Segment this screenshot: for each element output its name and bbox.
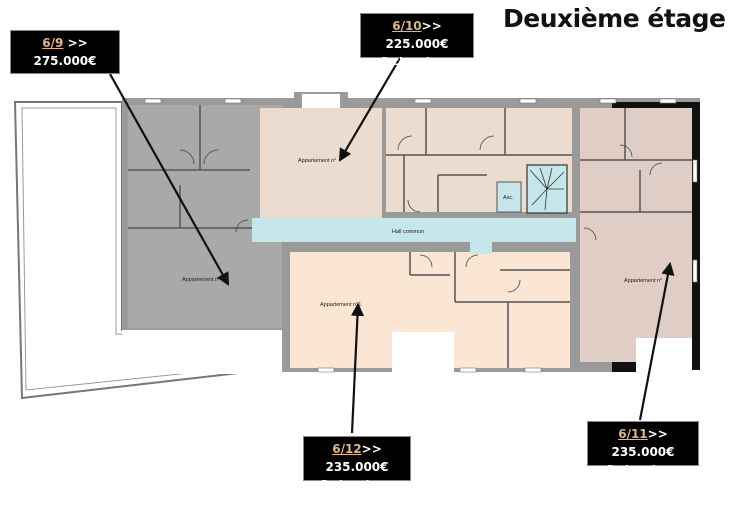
- hall-label: Hall commun: [392, 229, 424, 235]
- lift: [496, 181, 522, 213]
- unit-ref[interactable]: 6/11: [618, 427, 648, 441]
- unit-label-6-10: 6/10>> 225.000€ 2 chambres: [360, 13, 474, 68]
- unit-ref[interactable]: 6/10: [392, 19, 422, 33]
- unit-label-6-12: 6/12>> 235.000€ 2 chambres: [303, 436, 411, 491]
- apartment-6-9-area: [128, 105, 282, 328]
- apartment-label: Appartement n°: [182, 277, 220, 283]
- common-hall: [252, 218, 576, 242]
- apartment-label: Appartement n°: [298, 158, 336, 164]
- unit-label-6-9: 6/9 >> 275.000€ 2 chambres: [10, 30, 120, 85]
- apartment-6-11-area: [580, 108, 692, 362]
- staircase-icon: [526, 164, 568, 214]
- lift-label: Asc.: [503, 195, 514, 201]
- unit-price: >> 235.000€: [611, 427, 675, 459]
- apartment-label: Appartement n°: [624, 278, 662, 284]
- arrow-6-11: [638, 261, 675, 421]
- apartment-6-10-area: [260, 108, 382, 220]
- unit-rooms: 2 chambres: [28, 72, 102, 85]
- unit-ref[interactable]: 6/9: [42, 36, 64, 50]
- unit-ref[interactable]: 6/12: [332, 442, 362, 456]
- arrow-6-9: [109, 73, 230, 286]
- unit-rooms: 2 chambres: [320, 478, 394, 491]
- page-title: Deuxième étage: [503, 4, 726, 33]
- unit-label-6-11: 6/11>> 235.000€ 2 chambres: [587, 421, 699, 476]
- unit-price: >> 225.000€: [385, 19, 449, 51]
- arrow-6-10: [338, 57, 401, 162]
- unit-rooms: 2 chambres: [380, 55, 454, 68]
- unit-price: >> 275.000€: [33, 36, 97, 68]
- arrow-6-12: [350, 302, 365, 434]
- apartment-label: Appartement n°1: [320, 302, 361, 308]
- unit-rooms: 2 chambres: [606, 463, 680, 476]
- unit-price: >> 235.000€: [325, 442, 389, 474]
